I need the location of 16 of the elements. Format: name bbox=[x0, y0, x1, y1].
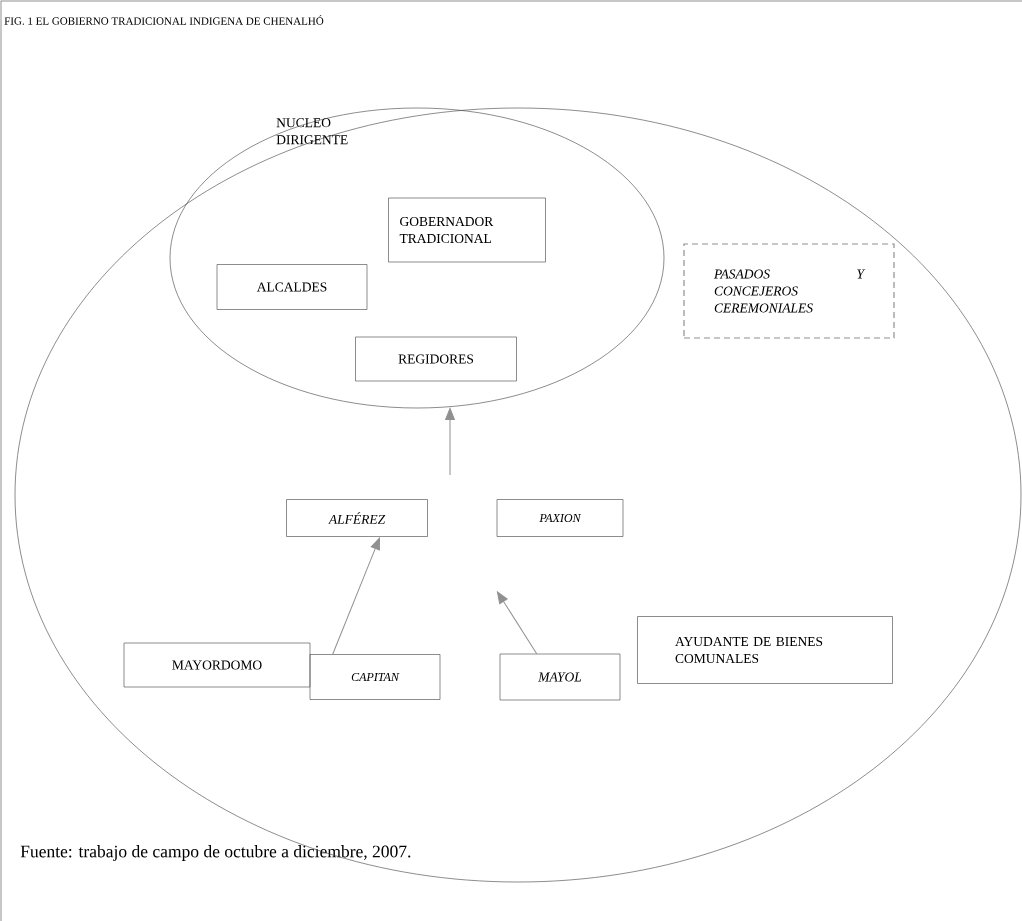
text-box: AYUDANTE DE BIENES COMUNALES bbox=[637, 616, 893, 684]
arrow bbox=[332, 537, 380, 655]
arrow bbox=[445, 407, 455, 476]
text-box: CAPITAN bbox=[309, 654, 441, 700]
text-box: ALCALDES bbox=[216, 264, 368, 310]
text-box: GOBERNADOR TRADICIONAL bbox=[388, 197, 546, 263]
text-box: MAYOL bbox=[499, 653, 621, 701]
text-box: PASADOS Y CONCEJEROS CEREMONIALES bbox=[683, 243, 895, 339]
title: FIG. 1 EL GOBIERNO TRADICIONAL INDIGENA DE CHENALHÓ bbox=[4, 15, 324, 25]
text-box: ALFÉREZ bbox=[286, 499, 428, 537]
text-box: MAYORDOMO bbox=[123, 642, 311, 688]
text-box: REGIDORES bbox=[355, 336, 517, 382]
ellipse bbox=[14, 107, 1022, 883]
arrow bbox=[496, 591, 538, 655]
text-box: PAXION bbox=[496, 499, 624, 537]
caption: Fuente: trabajo de campo de octubre a diciembre, 2007. bbox=[20, 845, 411, 861]
